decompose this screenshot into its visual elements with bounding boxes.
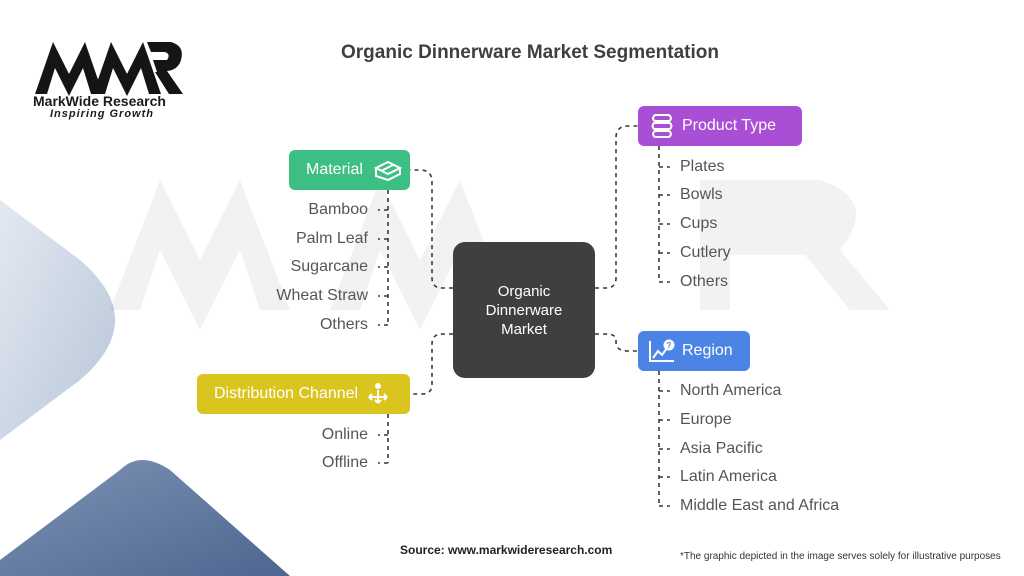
bg-shape-dark	[0, 460, 290, 576]
segment-material-label: Material	[306, 161, 363, 178]
product-type-item: Cups	[680, 215, 718, 232]
segment-product-type: Product Type	[638, 106, 802, 146]
disclaimer-note: *The graphic depicted in the image serve…	[680, 551, 1001, 562]
product-type-item: Cutlery	[680, 244, 731, 261]
segment-material: Material	[289, 150, 410, 190]
brand-logo-mark	[35, 42, 183, 96]
svg-text:?: ?	[667, 341, 672, 350]
connector-region	[595, 333, 638, 352]
region-item: Middle East and Africa	[680, 497, 840, 514]
center-node-label: Organic Dinnerware Market	[485, 282, 563, 338]
distribution-item: Online	[321, 426, 368, 443]
material-item: Wheat Straw	[276, 287, 368, 304]
segment-distribution-label: Distribution Channel	[214, 385, 359, 402]
segment-product-type-label: Product Type	[682, 117, 776, 134]
distribution-item: Offline	[322, 454, 368, 471]
connector-material	[410, 169, 453, 289]
product-type-item: Others	[680, 273, 729, 290]
box-icon	[373, 160, 403, 182]
brand-tagline: Inspiring Growth	[50, 108, 154, 120]
material-item: Palm Leaf	[295, 230, 368, 247]
material-item: Sugarcane	[290, 258, 368, 275]
segment-distribution: Distribution Channel	[197, 374, 410, 414]
center-node: Organic Dinnerware Market	[453, 242, 595, 378]
material-item: Others	[319, 316, 368, 333]
watermark-logo	[110, 180, 890, 330]
chart-question-icon: ?	[649, 339, 675, 362]
segment-region-label: Region	[682, 342, 733, 359]
product-type-item: Plates	[680, 158, 725, 175]
region-item: Latin America	[680, 468, 777, 485]
page-title: Organic Dinnerware Market Segmentation	[341, 42, 719, 63]
source-credit: Source: www.markwideresearch.com	[400, 543, 613, 557]
region-item: Asia Pacific	[680, 440, 763, 457]
region-item: North America	[680, 382, 782, 399]
product-type-item: Bowls	[680, 186, 723, 203]
brand-name: MarkWide Research	[33, 93, 166, 109]
region-item: Europe	[680, 411, 732, 428]
distribution-arrows-icon	[368, 383, 388, 404]
segment-region: ? Region	[638, 331, 750, 371]
stacked-cylinder-icon	[651, 114, 673, 138]
bg-shape-light	[0, 200, 115, 440]
connector-product	[595, 125, 638, 289]
material-item: Bamboo	[308, 201, 368, 218]
connector-distribution	[410, 333, 453, 395]
